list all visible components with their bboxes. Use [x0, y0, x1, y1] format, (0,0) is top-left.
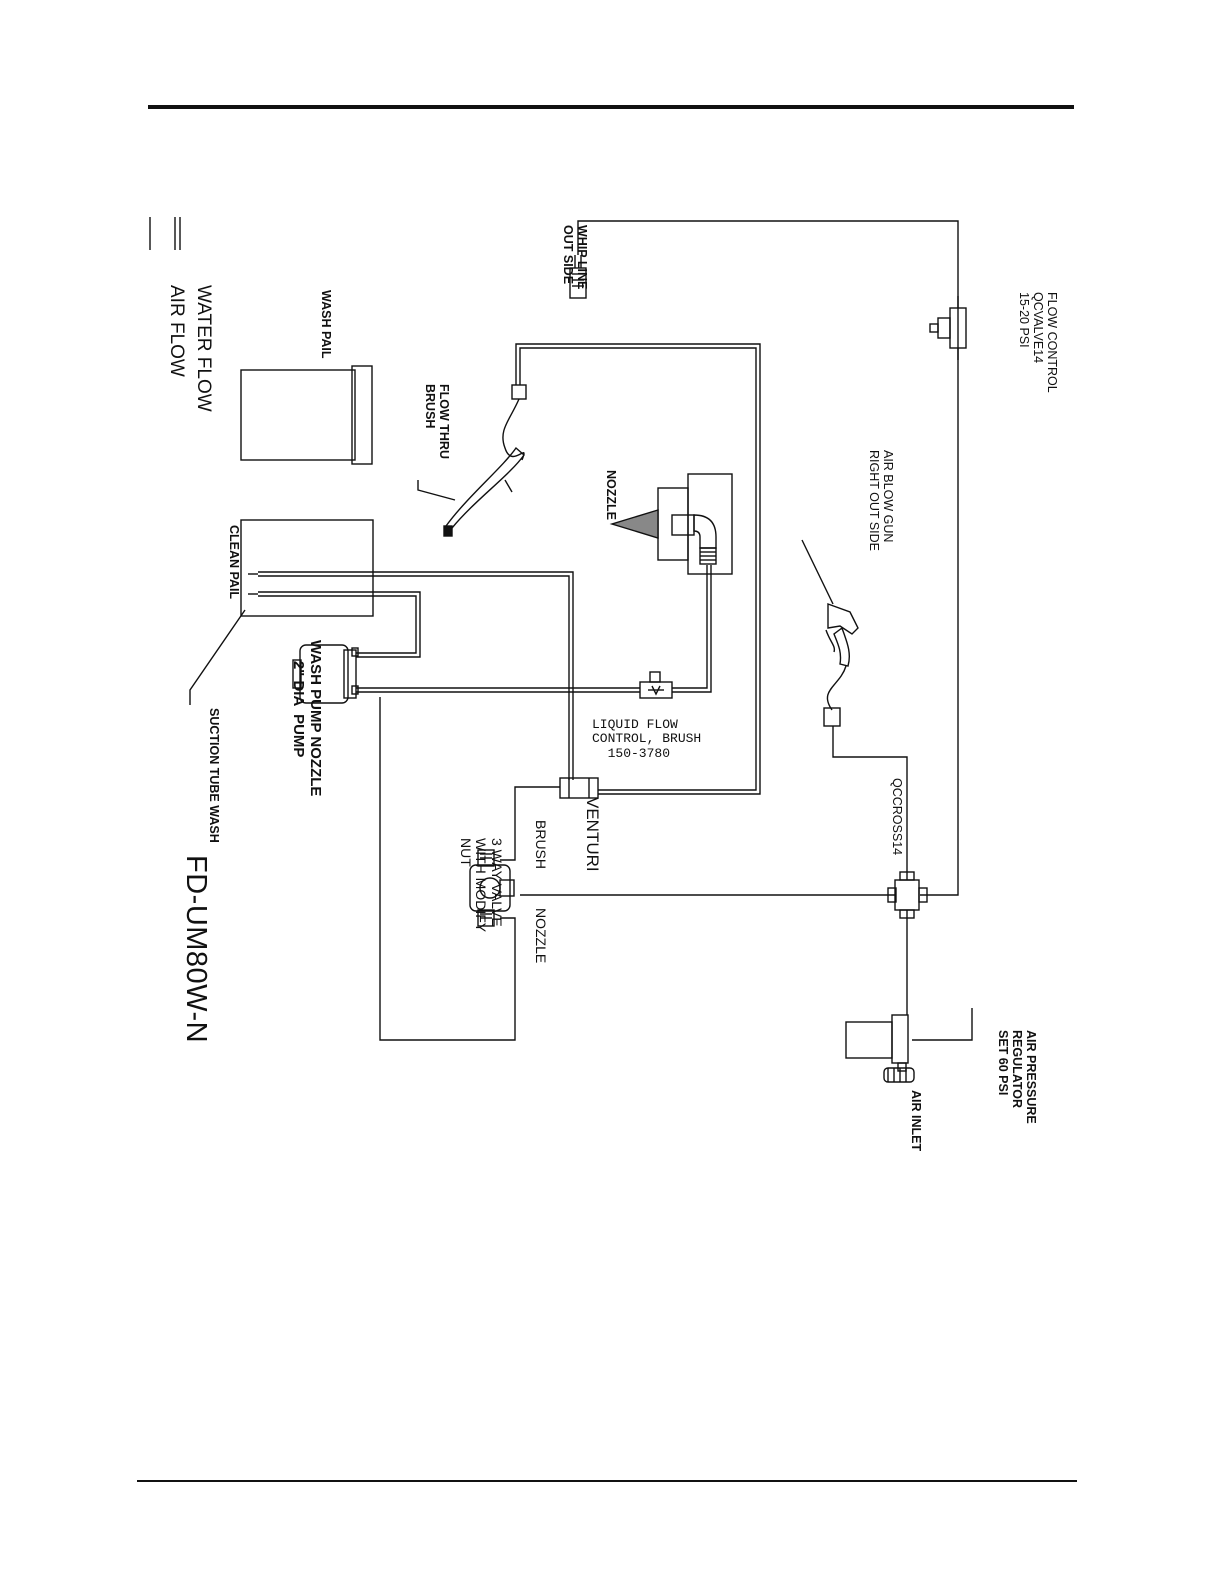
air-blow-gun-label: AIR BLOW GUN RIGHT OUT SIDE — [867, 450, 895, 551]
three-way-valve — [469, 849, 515, 927]
wash-pail — [240, 365, 373, 465]
legend-water-line — [174, 217, 181, 250]
air-pressure-regulator — [845, 1008, 973, 1083]
wash-pump-label: WASH PUMP NOZZLE 2" DIA PUMP — [290, 640, 324, 797]
water-lines — [258, 343, 761, 1041]
air-lines — [520, 220, 959, 1015]
venturi — [559, 777, 599, 799]
flow-thru-brush-label: FLOW THRU BRUSH — [423, 384, 451, 459]
legend-water-flow-label: WATER FLOW — [193, 285, 214, 412]
flow-control-label: FLOW CONTROL QCVALVE14 15-20 PSI — [1017, 292, 1059, 393]
air-blow-gun — [801, 539, 859, 727]
suction-tube-label: SUCTION TUBE WASH — [207, 708, 221, 843]
nozzle-label: NOZZLE — [604, 470, 618, 520]
three-way-valve-label: 3 WAY VALVE WITH MODIFY NUT — [457, 838, 505, 933]
liquid-flow-control — [639, 671, 673, 699]
nozzle-port-label: NOZZLE — [533, 908, 549, 964]
air-pressure-regulator-label: AIR PRESSURE REGULATOR SET 60 PSI — [996, 1030, 1038, 1124]
bottom-rule — [137, 1480, 1077, 1482]
venturi-label: VENTURI — [583, 797, 602, 872]
whip-line-connector — [569, 255, 587, 299]
suction-tube-pointer — [189, 609, 246, 705]
flow-thru-brush — [417, 384, 527, 537]
nozzle-assembly — [609, 473, 733, 575]
wash-pump — [292, 644, 359, 704]
flow-control-valve — [929, 296, 967, 360]
top-rule — [148, 105, 1074, 109]
legend-air-flow-label: AIR FLOW — [166, 285, 187, 377]
clean-pail-label: CLEAN PAIL — [227, 525, 241, 600]
wash-pail-label: WASH PAIL — [319, 290, 333, 359]
air-inlet-label: AIR INLET — [909, 1090, 923, 1152]
qccross-label: QCCROSS14 — [890, 778, 904, 856]
clean-pail — [240, 519, 374, 617]
liquid-flow-control-label: LIQUID FLOW CONTROL, BRUSH 150-3780 — [592, 717, 702, 761]
qccross-fitting — [887, 871, 928, 919]
whip-line-label: WHIP LINE OUT SIDE — [561, 225, 589, 290]
diagram-title: FD-UM80W-N — [180, 855, 212, 1044]
brush-port-label: BRUSH — [533, 820, 549, 870]
